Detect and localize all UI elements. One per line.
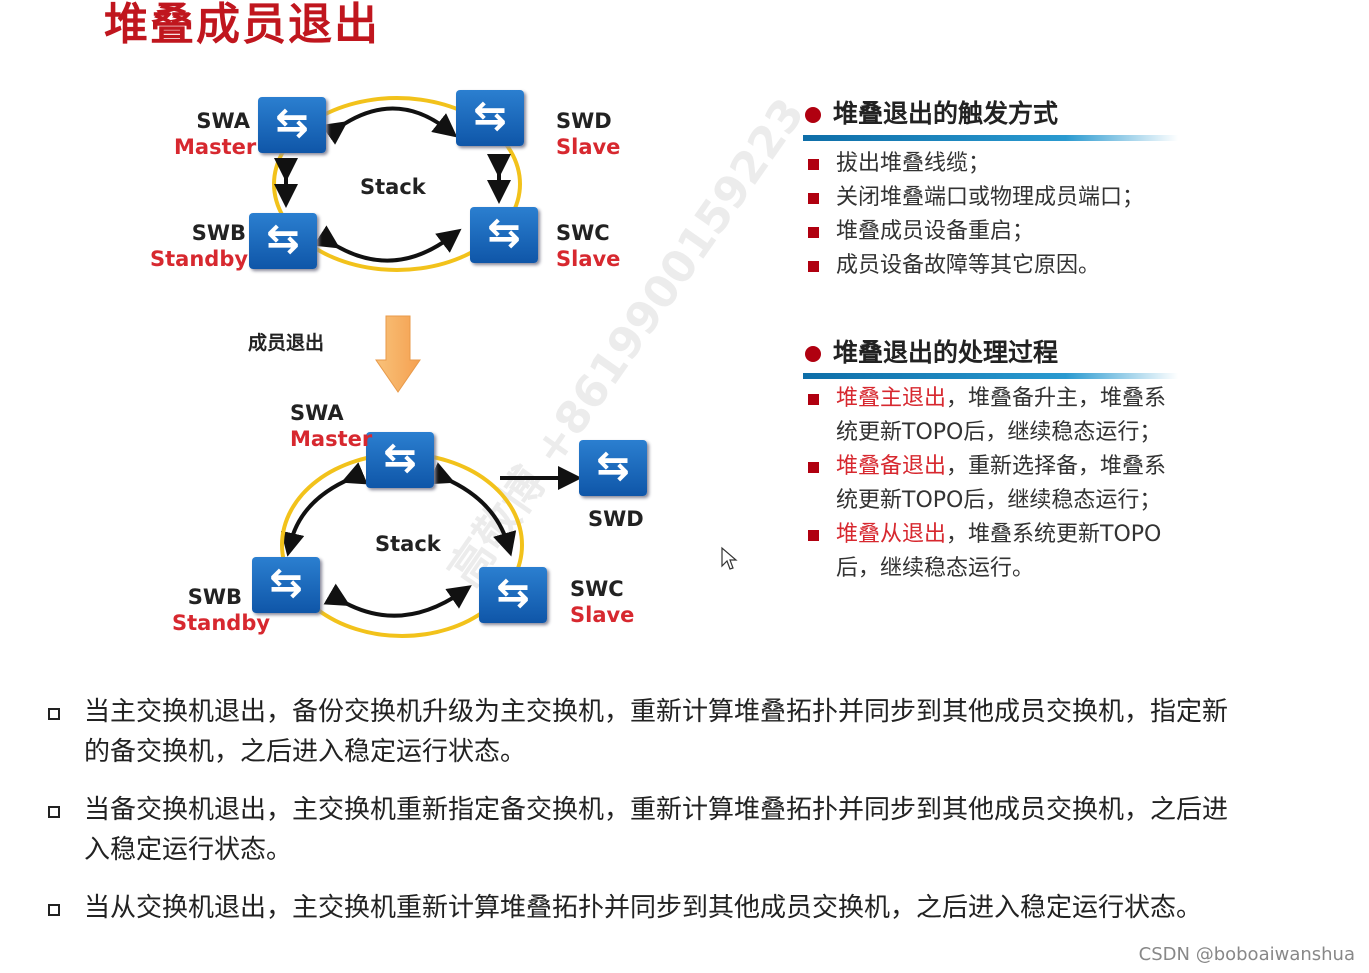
trigger-item: 拔出堆叠线缆； xyxy=(808,147,1198,181)
switch-icon: ⇆ xyxy=(249,213,317,269)
triggers-heading: 堆叠退出的触发方式 xyxy=(805,94,1058,130)
switch-icon: ⇆ xyxy=(479,567,547,623)
switch-icon: ⇆ xyxy=(252,557,320,613)
credit: CSDN @boboaiwanshua xyxy=(1138,944,1355,965)
switch-icon: ⇆ xyxy=(579,440,647,496)
label-swd-bottom: SWD xyxy=(588,507,644,531)
switch-icon: ⇆ xyxy=(366,432,434,488)
process-heading: 堆叠退出的处理过程 xyxy=(805,333,1058,369)
stack-label-bottom: Stack xyxy=(375,532,441,556)
down-arrow xyxy=(375,315,421,393)
mouse-cursor-icon xyxy=(721,546,738,570)
switch-icon: ⇆ xyxy=(258,97,326,153)
stack-label-top: Stack xyxy=(360,175,426,199)
process-item: 堆叠主退出，堆叠备升主，堆叠系统更新TOPO后，继续稳态运行； xyxy=(808,382,1198,450)
divider xyxy=(803,373,1178,379)
trigger-item: 关闭堆叠端口或物理成员端口； xyxy=(808,181,1198,215)
switch-icon: ⇆ xyxy=(456,90,524,146)
divider xyxy=(803,135,1178,141)
trigger-item: 成员设备故障等其它原因。 xyxy=(808,249,1198,283)
slide-title: 堆叠成员退出 xyxy=(104,0,380,50)
transition-label: 成员退出 xyxy=(248,332,325,354)
arrow-swb-swc xyxy=(313,225,462,263)
note-item: 当主交换机退出，备份交换机升级为主交换机，重新计算堆叠拓扑并同步到其他成员交换机… xyxy=(48,692,1228,772)
arrow-swa-swd xyxy=(321,106,458,145)
process-item: 堆叠备退出，重新选择备，堆叠系统更新TOPO后，继续稳态运行； xyxy=(808,450,1198,518)
note-item: 当备交换机退出，主交换机重新指定备交换机，重新计算堆叠拓扑并同步到其他成员交换机… xyxy=(48,790,1228,870)
note-item: 当从交换机退出，主交换机重新计算堆叠拓扑并同步到其他成员交换机，之后进入稳定运行… xyxy=(48,888,1228,928)
switch-icon: ⇆ xyxy=(470,207,538,263)
trigger-item: 堆叠成员设备重启； xyxy=(808,215,1198,249)
